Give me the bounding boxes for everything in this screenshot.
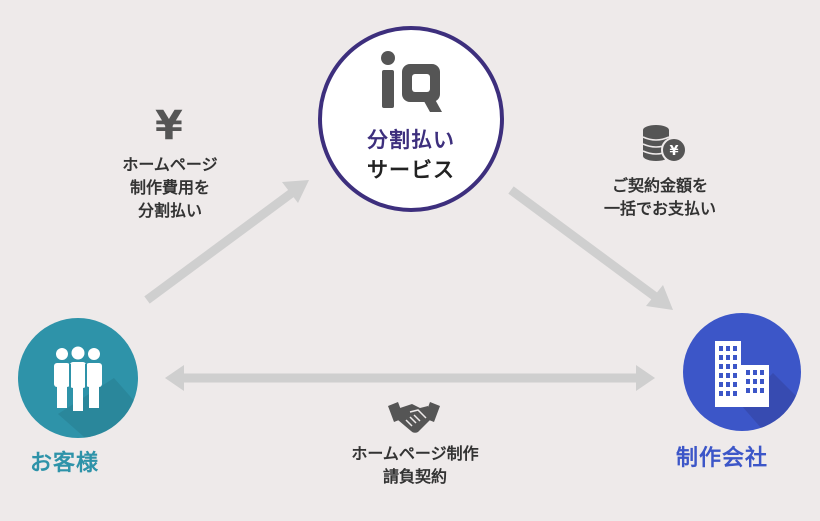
installment-service-node: 分割払い サービス	[318, 26, 504, 212]
service-title-line1: 分割払い	[367, 128, 455, 152]
arrowhead-center	[282, 180, 309, 203]
coins-yen-icon: ¥	[642, 125, 687, 163]
contract-caption: ホームページ制作 請負契約	[300, 442, 530, 488]
arrow-center-to-company	[508, 186, 660, 302]
lump-sum-caption-line: 一括でお支払い	[603, 199, 716, 218]
installment-caption: ホームページ 制作費用を 分割払い	[95, 153, 245, 222]
iq-logo-icon	[381, 51, 442, 112]
lump-sum-caption-line: ご契約金額を	[611, 176, 708, 195]
building-icon	[715, 341, 801, 431]
contract-caption-line: 請負契約	[382, 467, 447, 486]
handshake-icon	[388, 402, 440, 433]
arrow-customer-to-center	[144, 188, 296, 304]
service-title-line2: サービス	[367, 158, 455, 182]
production-company-node	[683, 313, 801, 431]
customer-node	[18, 318, 138, 438]
installment-caption-line: 制作費用を	[129, 178, 210, 197]
lump-sum-caption: ご契約金額を 一括でお支払い	[575, 174, 745, 220]
customer-label: お客様	[30, 451, 100, 476]
svg-text:¥: ¥	[669, 144, 678, 159]
installment-caption-line: ホームページ	[122, 155, 218, 174]
company-label: 制作会社	[676, 446, 769, 471]
arrowhead-left	[165, 365, 184, 391]
contract-caption-line: ホームページ制作	[351, 444, 479, 463]
installment-caption-line: 分割払い	[137, 201, 202, 220]
arrowhead-company	[646, 285, 673, 310]
people-group-icon	[54, 346, 138, 438]
arrowhead-right	[636, 365, 655, 391]
yen-icon: ¥	[155, 103, 183, 149]
